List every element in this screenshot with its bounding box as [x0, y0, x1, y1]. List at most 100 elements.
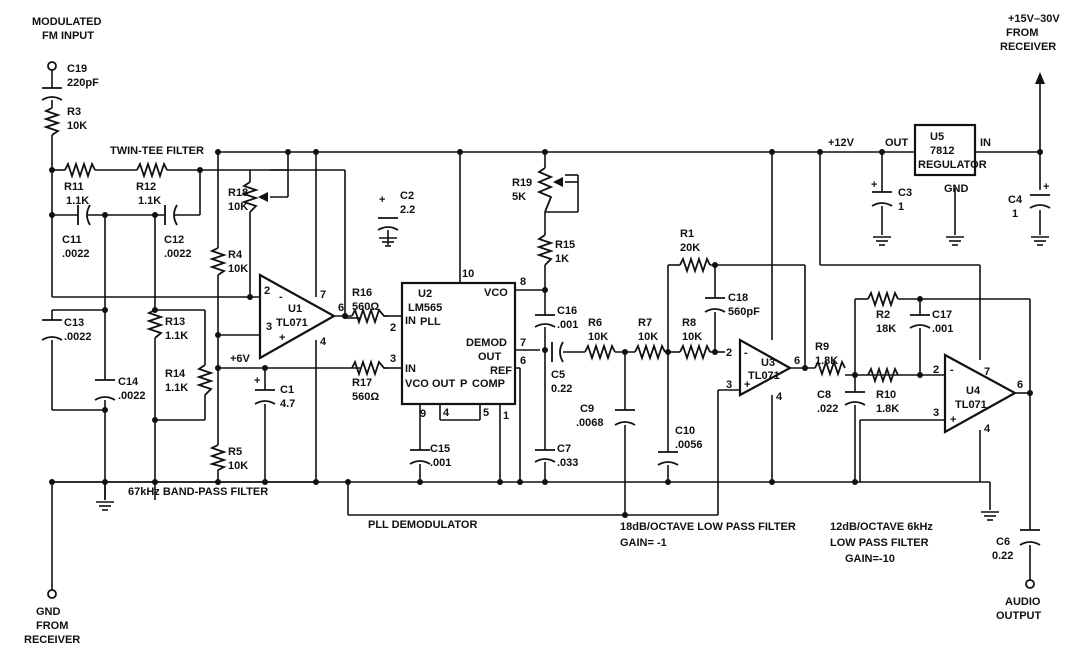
pin-u4-6: 6	[1017, 379, 1023, 391]
value-c12: .0022	[164, 248, 192, 260]
pin-u2-vco-bottom: VCO	[405, 378, 429, 390]
pin-u2-out: OUT	[478, 351, 502, 363]
pin-u2-1: 1	[503, 410, 509, 422]
label-plus6: +6V	[230, 353, 251, 365]
label-u4: U4	[966, 385, 981, 397]
pin-u2-in-b: IN	[405, 363, 416, 375]
value-r8: 10K	[682, 331, 702, 343]
label-r14: R14	[165, 368, 186, 380]
pin-u2-6: 6	[520, 355, 526, 367]
value-c9: .0068	[576, 417, 604, 429]
label-r15: R15	[555, 239, 575, 251]
value-r10: 1.8K	[876, 403, 899, 415]
sublabel-u5: REGULATOR	[918, 159, 987, 171]
label-u2: U2	[418, 288, 432, 300]
label-u5: U5	[930, 131, 944, 143]
value-r11: 1.1K	[66, 195, 89, 207]
junction-dots	[49, 149, 1043, 518]
opamp-u1	[258, 273, 337, 360]
pin-u2-comp: COMP	[472, 378, 505, 390]
label-r16: R16	[352, 287, 372, 299]
ground-symbol	[980, 511, 1000, 521]
value-r3: 10K	[67, 120, 87, 132]
pin-u3-6: 6	[794, 355, 800, 367]
label-supply-3: RECEIVER	[1000, 41, 1056, 53]
polarity-c3: +	[871, 179, 877, 191]
label-audio-2: OUTPUT	[996, 610, 1042, 622]
value-u1: TL071	[276, 317, 308, 329]
value-r5: 10K	[228, 460, 248, 472]
value-c2: 2.2	[400, 204, 415, 216]
pin-u1-minus: -	[279, 291, 283, 303]
polarity-c4: +	[1043, 181, 1049, 193]
value-c10: .0056	[675, 439, 703, 451]
label-c1: C1	[280, 384, 294, 396]
value-c17: .001	[932, 323, 953, 335]
pin-u4-7: 7	[984, 366, 990, 378]
pin-u2-demod: DEMOD	[466, 337, 507, 349]
pin-u3-plus: +	[744, 379, 750, 391]
pin-u3-2: 2	[726, 347, 732, 359]
pin-u2-p: P	[460, 378, 467, 390]
fm-input-terminal	[47, 61, 57, 71]
opamp-u3	[738, 338, 793, 397]
value-c6: 0.22	[992, 550, 1013, 562]
label-gnd-2: FROM	[36, 620, 68, 632]
label-supply-1: +15V–30V	[1008, 13, 1060, 25]
label-r2: R2	[876, 309, 890, 321]
pin-u3-minus: -	[744, 347, 748, 359]
label-r12: R12	[136, 181, 156, 193]
pin-u2-in-a: IN	[405, 315, 416, 327]
value-c7: .033	[557, 457, 578, 469]
label-c7: C7	[557, 443, 571, 455]
label-c9: C9	[580, 403, 594, 415]
label-r10: R10	[876, 389, 896, 401]
label-r7: R7	[638, 317, 652, 329]
value-c8: .022	[817, 403, 838, 415]
label-r11: R11	[64, 181, 84, 193]
opamp-u4	[943, 353, 1018, 434]
pin-u2-8: 8	[520, 276, 526, 288]
pin-u3-4: 4	[776, 391, 783, 403]
pin-u1-plus: +	[279, 332, 285, 344]
label-r17: R17	[352, 377, 372, 389]
label-fm-input-1: MODULATED	[32, 16, 102, 28]
pin-u4-2: 2	[933, 364, 939, 376]
value-r18: 10K	[228, 201, 248, 213]
label-c5: C5	[551, 369, 565, 381]
pin-u1-4: 4	[320, 336, 327, 348]
pin-u2-vco-out: OUT	[432, 378, 456, 390]
ground-symbol	[1030, 236, 1050, 246]
label-r13: R13	[165, 316, 185, 328]
value-r19: 5K	[512, 191, 526, 203]
pin-u1-7: 7	[320, 289, 326, 301]
label-c6: C6	[996, 536, 1010, 548]
label-c8: C8	[817, 389, 831, 401]
value-r12: 1.1K	[138, 195, 161, 207]
value-r2: 18K	[876, 323, 896, 335]
pin-u2-2: 2	[390, 322, 396, 334]
pin-u3-3: 3	[726, 379, 732, 391]
label-c3: C3	[898, 187, 912, 199]
value-r14: 1.1K	[165, 382, 188, 394]
value-r7: 10K	[638, 331, 658, 343]
value-c4: 1	[1012, 208, 1018, 220]
label-lpf18-2: GAIN= -1	[620, 537, 667, 549]
value-u4: TL071	[955, 399, 987, 411]
label-c19: C19	[67, 63, 87, 75]
label-audio-1: AUDIO	[1005, 596, 1041, 608]
pin-u2-4: 4	[443, 407, 450, 419]
value-c19: 220pF	[67, 77, 99, 89]
label-pll-demodulator: PLL DEMODULATOR	[368, 519, 477, 531]
value-r6: 10K	[588, 331, 608, 343]
ic-u5-box	[913, 123, 977, 177]
pin-u4-3: 3	[933, 407, 939, 419]
potentiometer-wiper-arrow	[258, 177, 578, 202]
value-c1: 4.7	[280, 398, 295, 410]
label-c14: C14	[118, 376, 139, 388]
audio-output-terminal	[1025, 579, 1035, 589]
label-twin-tee: TWIN-TEE FILTER	[110, 145, 204, 157]
pin-u4-plus: +	[950, 414, 956, 426]
ic-u2-box	[400, 281, 517, 406]
